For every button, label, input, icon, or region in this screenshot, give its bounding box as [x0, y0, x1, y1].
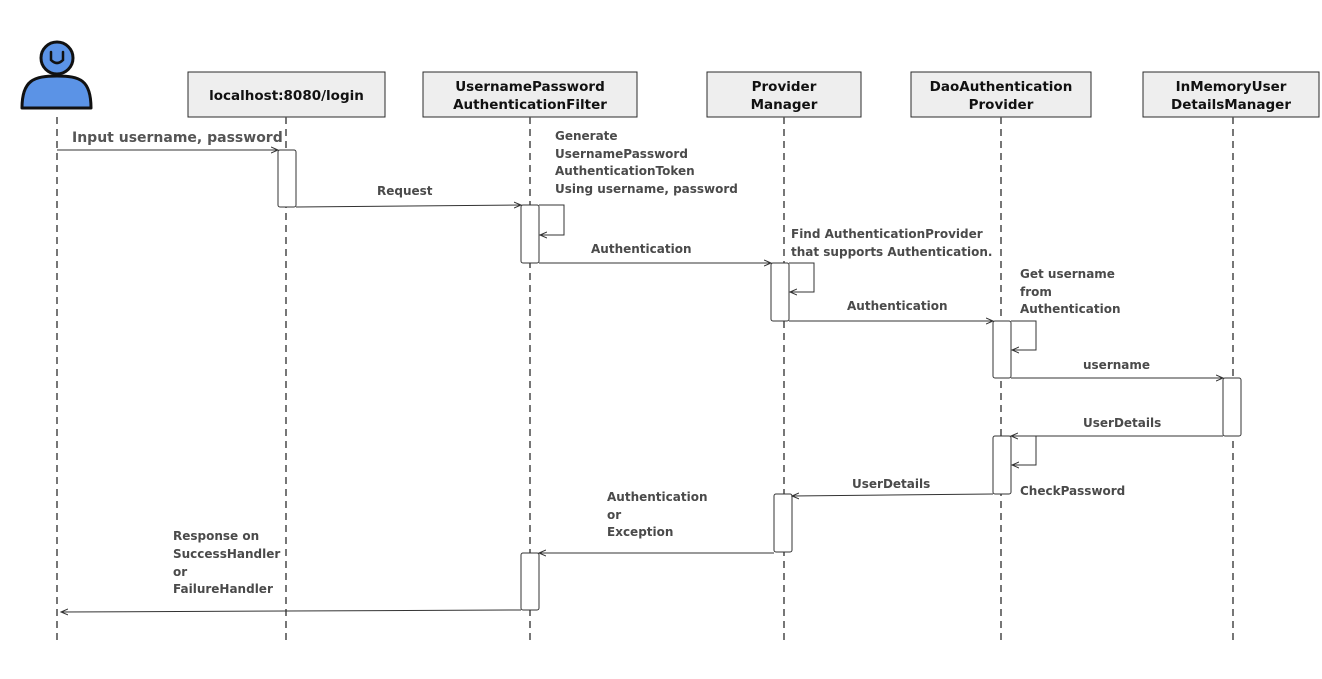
- note-line: or: [173, 565, 187, 579]
- note-line: from: [1020, 285, 1052, 299]
- activation-filter-2: [520, 552, 540, 611]
- activation-filter-1: [520, 204, 540, 264]
- message-userdetails-to-manager-label: UserDetails: [852, 477, 930, 491]
- self-call-check-password-arrow: [1011, 435, 1037, 465]
- message-auth-to-dao-label: Authentication: [847, 299, 948, 313]
- participant-label: DetailsManager: [1171, 97, 1291, 113]
- participant-filter: UsernamePassword AuthenticationFilter: [422, 71, 638, 118]
- note-line: Exception: [607, 525, 673, 539]
- note-line: Response on: [173, 529, 259, 543]
- message-request-arrow: [295, 205, 521, 207]
- note-line: UsernamePassword: [555, 147, 688, 161]
- participant-label: InMemoryUser: [1176, 79, 1287, 95]
- activation-dao-1: [992, 320, 1012, 379]
- participant-label: AuthenticationFilter: [453, 97, 607, 113]
- note-find-provider: Find AuthenticationProvider that support…: [791, 227, 992, 259]
- participant-label: UsernamePassword: [455, 79, 605, 95]
- message-userdetails-return-label: UserDetails: [1083, 416, 1161, 430]
- participant-label: localhost:8080/login: [209, 88, 364, 104]
- message-username-label: username: [1083, 358, 1150, 372]
- participant-manager: Provider Manager: [706, 71, 862, 118]
- participant-login: localhost:8080/login: [187, 71, 386, 118]
- note-auth-or-exception: Authentication or Exception: [607, 490, 708, 539]
- message-userdetails-to-manager-arrow: [792, 494, 994, 496]
- message-response-arrow: [61, 610, 522, 612]
- activation-inmemory: [1222, 377, 1242, 437]
- self-call-filter-arrow: [539, 204, 565, 235]
- participant-label: Manager: [751, 97, 818, 113]
- participant-inmemory: InMemoryUser DetailsManager: [1142, 71, 1320, 118]
- note-line: Authentication: [607, 490, 708, 504]
- message-auth-to-manager-label: Authentication: [591, 242, 692, 256]
- note-line: that supports Authentication.: [791, 245, 992, 259]
- activation-manager-1: [770, 262, 790, 322]
- activation-manager-2: [773, 493, 793, 553]
- self-call-manager-arrow: [789, 262, 815, 292]
- participant-label: Provider: [969, 97, 1034, 113]
- message-request-label: Request: [377, 184, 433, 198]
- message-input-label: Input username, password: [72, 130, 283, 146]
- note-generate-token: Generate UsernamePassword Authentication…: [555, 129, 738, 196]
- note-line: Generate: [555, 129, 618, 143]
- note-line: Find AuthenticationProvider: [791, 227, 983, 241]
- participant-dao: DaoAuthentication Provider: [910, 71, 1092, 118]
- note-line: AuthenticationToken: [555, 164, 695, 178]
- note-line: or: [607, 508, 621, 522]
- activation-dao-2: [992, 435, 1012, 495]
- participant-label: Provider: [752, 79, 817, 95]
- note-line: Authentication: [1020, 302, 1121, 316]
- self-call-dao-arrow: [1011, 320, 1037, 350]
- activation-login: [277, 149, 297, 208]
- note-line: Using username, password: [555, 182, 738, 196]
- note-get-username: Get username from Authentication: [1020, 267, 1121, 316]
- participant-label: DaoAuthentication: [930, 79, 1073, 95]
- message-check-password-label: CheckPassword: [1020, 484, 1125, 498]
- user-icon: [20, 40, 93, 110]
- note-response: Response on SuccessHandler or FailureHan…: [173, 529, 280, 596]
- note-line: FailureHandler: [173, 582, 273, 596]
- note-line: SuccessHandler: [173, 547, 280, 561]
- note-line: Get username: [1020, 267, 1115, 281]
